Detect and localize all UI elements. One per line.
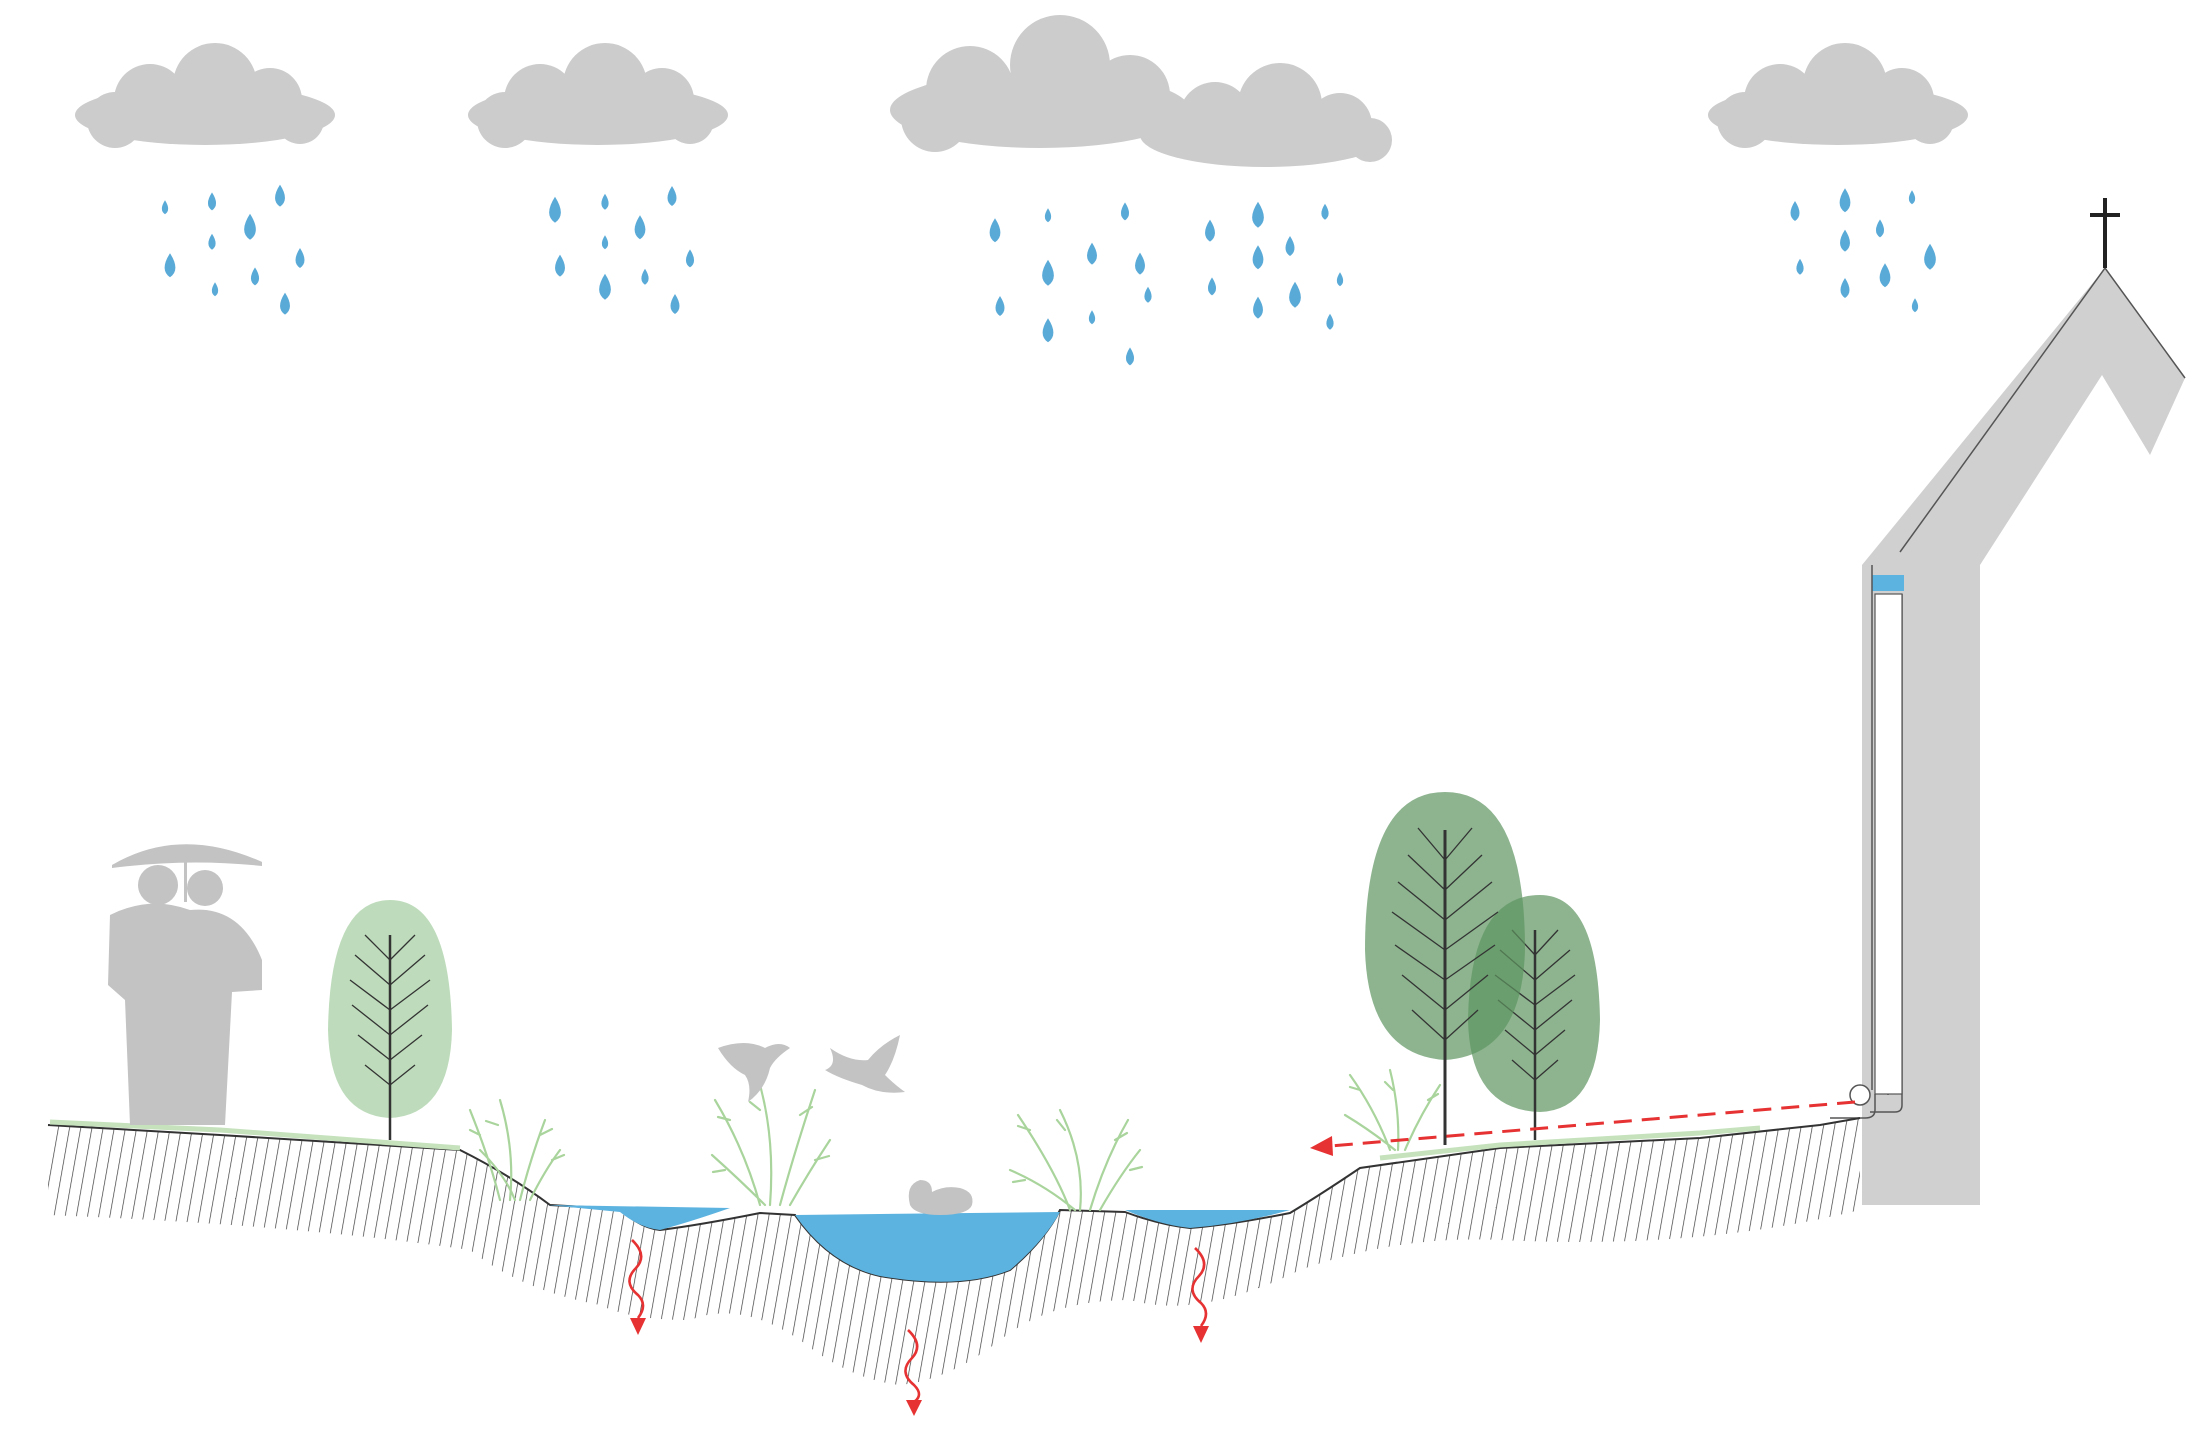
- rain-drop-icon: [1144, 286, 1152, 303]
- rain-drop-icon: [1207, 277, 1217, 296]
- person-with-umbrella-icon: [108, 844, 262, 1125]
- church: [1830, 198, 2186, 1205]
- right-swale-water: [1125, 1210, 1290, 1228]
- rain-drop-icon: [685, 249, 695, 268]
- rain-drop-icon: [1875, 219, 1885, 238]
- rain-drop-icon: [280, 292, 290, 315]
- rain-drop-icon: [599, 273, 611, 300]
- rain-drop-icon: [641, 268, 649, 285]
- cloud-icon: [890, 15, 1190, 152]
- rain-drop-icon: [1879, 263, 1891, 288]
- rain-drop-icon: [1326, 313, 1334, 330]
- rain-drop-icon: [208, 233, 216, 250]
- runoff-arrow: [1310, 1100, 1856, 1156]
- rain-drop-icon: [1840, 229, 1850, 252]
- rain-drop-icon: [1285, 236, 1295, 256]
- rain-drop-icon: [1289, 281, 1301, 308]
- flying-duck-icon: [825, 1035, 905, 1093]
- infiltration-arrow-icon: [1191, 1247, 1208, 1327]
- rain-drop-icon: [161, 200, 169, 215]
- cloud-icon: [1708, 43, 1968, 148]
- rain-drop-icon: [1135, 252, 1145, 275]
- rain-drop-icon: [1088, 310, 1096, 325]
- rain-drop-icon: [1087, 242, 1097, 265]
- gutter-water: [1872, 575, 1904, 591]
- reeds: [468, 1068, 1442, 1212]
- rain-drop-icon: [634, 215, 646, 240]
- flying-ducks: [718, 1035, 905, 1102]
- rain-drop-icon: [164, 253, 176, 278]
- rain-drop-icon: [1321, 203, 1329, 220]
- rain-drop-icon: [1924, 243, 1936, 270]
- rain-drop-icon: [1042, 318, 1054, 343]
- flying-duck-icon: [718, 1043, 790, 1102]
- rain-drop-icon: [207, 192, 217, 211]
- rain-drop-icon: [1840, 278, 1850, 298]
- rain-drop-icon: [601, 193, 609, 210]
- infiltration-arrows: [628, 1239, 1209, 1416]
- church-icon: [1862, 268, 2185, 1205]
- rain-drop-icon: [1252, 201, 1264, 228]
- rain-drop-icon: [995, 296, 1005, 316]
- reed-clump-right: [1008, 1108, 1144, 1212]
- rain-drop-icon: [1120, 202, 1130, 221]
- rain-drop-icon: [275, 184, 285, 207]
- swimming-duck-icon: [908, 1180, 973, 1215]
- rain-drop-icon: [1253, 296, 1263, 319]
- cloud-group-3: [890, 15, 1392, 167]
- cloud-icon: [468, 43, 728, 148]
- grass: [49, 1119, 1761, 1161]
- rain-drop-icon: [250, 267, 260, 286]
- rain-drop-icon: [1252, 245, 1264, 270]
- rain-drop-icon: [1796, 258, 1804, 275]
- rain-drop-icon: [1839, 188, 1851, 213]
- rain-drop-icon: [549, 196, 561, 223]
- reed-clump-center: [710, 1083, 832, 1207]
- rain-drop-icon: [1790, 201, 1800, 221]
- rain-drop-icon: [667, 186, 677, 206]
- rain-drop-icon: [670, 294, 680, 314]
- runoff-arrowhead-icon: [1310, 1136, 1333, 1156]
- rain-drop-icon: [1125, 347, 1135, 366]
- rain-drop-icon: [211, 282, 219, 297]
- rain-drop-icon: [1042, 259, 1054, 286]
- rain-drop-icon: [1336, 272, 1344, 287]
- reed-clump-left: [468, 1098, 566, 1202]
- cloud-group-1: [75, 43, 335, 148]
- infiltration-arrow-icon: [904, 1329, 921, 1404]
- left-swale-water: [548, 1205, 730, 1230]
- rain-drop-icon: [244, 213, 256, 240]
- rain-drop-icon: [1908, 190, 1916, 205]
- rain-drop-icon: [1911, 298, 1919, 313]
- infiltration-arrow-icon: [628, 1239, 645, 1319]
- rain-drop-icon: [295, 248, 305, 268]
- central-pond-water: [795, 1212, 1060, 1282]
- reed-clump-bank: [1343, 1068, 1442, 1152]
- rain-drop-icon: [555, 254, 565, 277]
- rain-layer: [161, 184, 1936, 366]
- cloud-group-4: [1708, 43, 1968, 148]
- tree-right-front: [1365, 792, 1525, 1145]
- water-bodies: [548, 1205, 1290, 1282]
- rain-drop-icon: [601, 235, 609, 250]
- cloud-group-2: [468, 43, 728, 148]
- cloud-icon: [75, 43, 335, 148]
- tree-left: [328, 900, 452, 1140]
- rain-drop-icon: [1205, 219, 1215, 242]
- cloud-icon: [1140, 63, 1392, 167]
- rain-drop-icon: [1044, 208, 1052, 223]
- rain-drop-icon: [989, 218, 1001, 243]
